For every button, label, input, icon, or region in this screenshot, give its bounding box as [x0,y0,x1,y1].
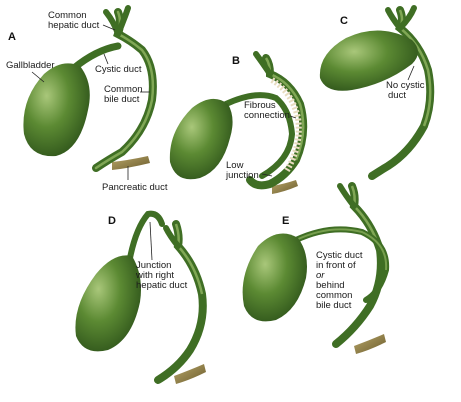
label-pancreatic-duct: Pancreatic duct [102,182,168,193]
label-low-2: junction [225,170,259,181]
panel-e: E Cystic duct in front of or behind comm… [242,182,390,354]
fibrous-connection [270,77,302,174]
leader-low [261,173,273,177]
label-e-2: in front of [316,260,356,271]
label-gallbladder: Gallbladder [6,60,55,71]
label-junction-3: hepatic duct [136,280,188,291]
label-low-1: Low [226,160,244,171]
label-common-hepatic-duct-1: Common [48,10,87,21]
panel-c: C No cystic duct [319,5,435,180]
label-junction-2: with right [135,270,174,281]
leader-junction [149,221,153,261]
label-junction-1: Junction [136,260,171,271]
label-no-cystic-2: duct [388,90,406,101]
panel-d: D Junction with right hepatic duct [75,210,207,384]
panel-a-letter: A [8,31,16,43]
gallbladder-c [319,30,418,91]
label-cystic-duct: Cystic duct [95,64,142,75]
label-common-bile-duct-2: bile duct [104,94,140,105]
label-e-6: bile duct [316,300,352,311]
gallbladder-d [75,255,141,352]
panel-d-letter: D [108,215,116,227]
gallbladder-b [169,98,233,180]
label-e-1: Cystic duct [316,250,363,261]
leader-fibrous [289,115,297,119]
panel-c-letter: C [340,15,348,27]
label-e-3: or [316,270,325,281]
panel-b-letter: B [232,55,240,67]
gallbladder [23,63,90,157]
label-fibrous-2: connection [244,110,290,121]
label-no-cystic-1: No cystic [386,80,425,91]
pancreatic-duct [112,156,150,170]
cystic-duct-b [223,92,296,179]
leader-gallbladder [31,71,45,83]
gallbladder-e [242,233,307,322]
leader-cystic [103,53,109,65]
panel-e-letter: E [282,215,289,227]
label-fibrous-1: Fibrous [244,100,276,111]
leader-common-hepatic [102,24,116,31]
label-common-hepatic-duct-2: hepatic duct [48,20,100,31]
cystic-duct-d [127,210,165,261]
label-e-5: common [316,290,352,301]
label-e-4: behind [316,280,345,291]
leader-no-cystic [407,65,415,81]
label-common-bile-duct-1: Common [104,84,143,95]
panel-a: A Common hepatic duct Gallbladder Cystic… [6,5,168,193]
panel-b: B Fibrous connection Low junction [169,51,308,194]
